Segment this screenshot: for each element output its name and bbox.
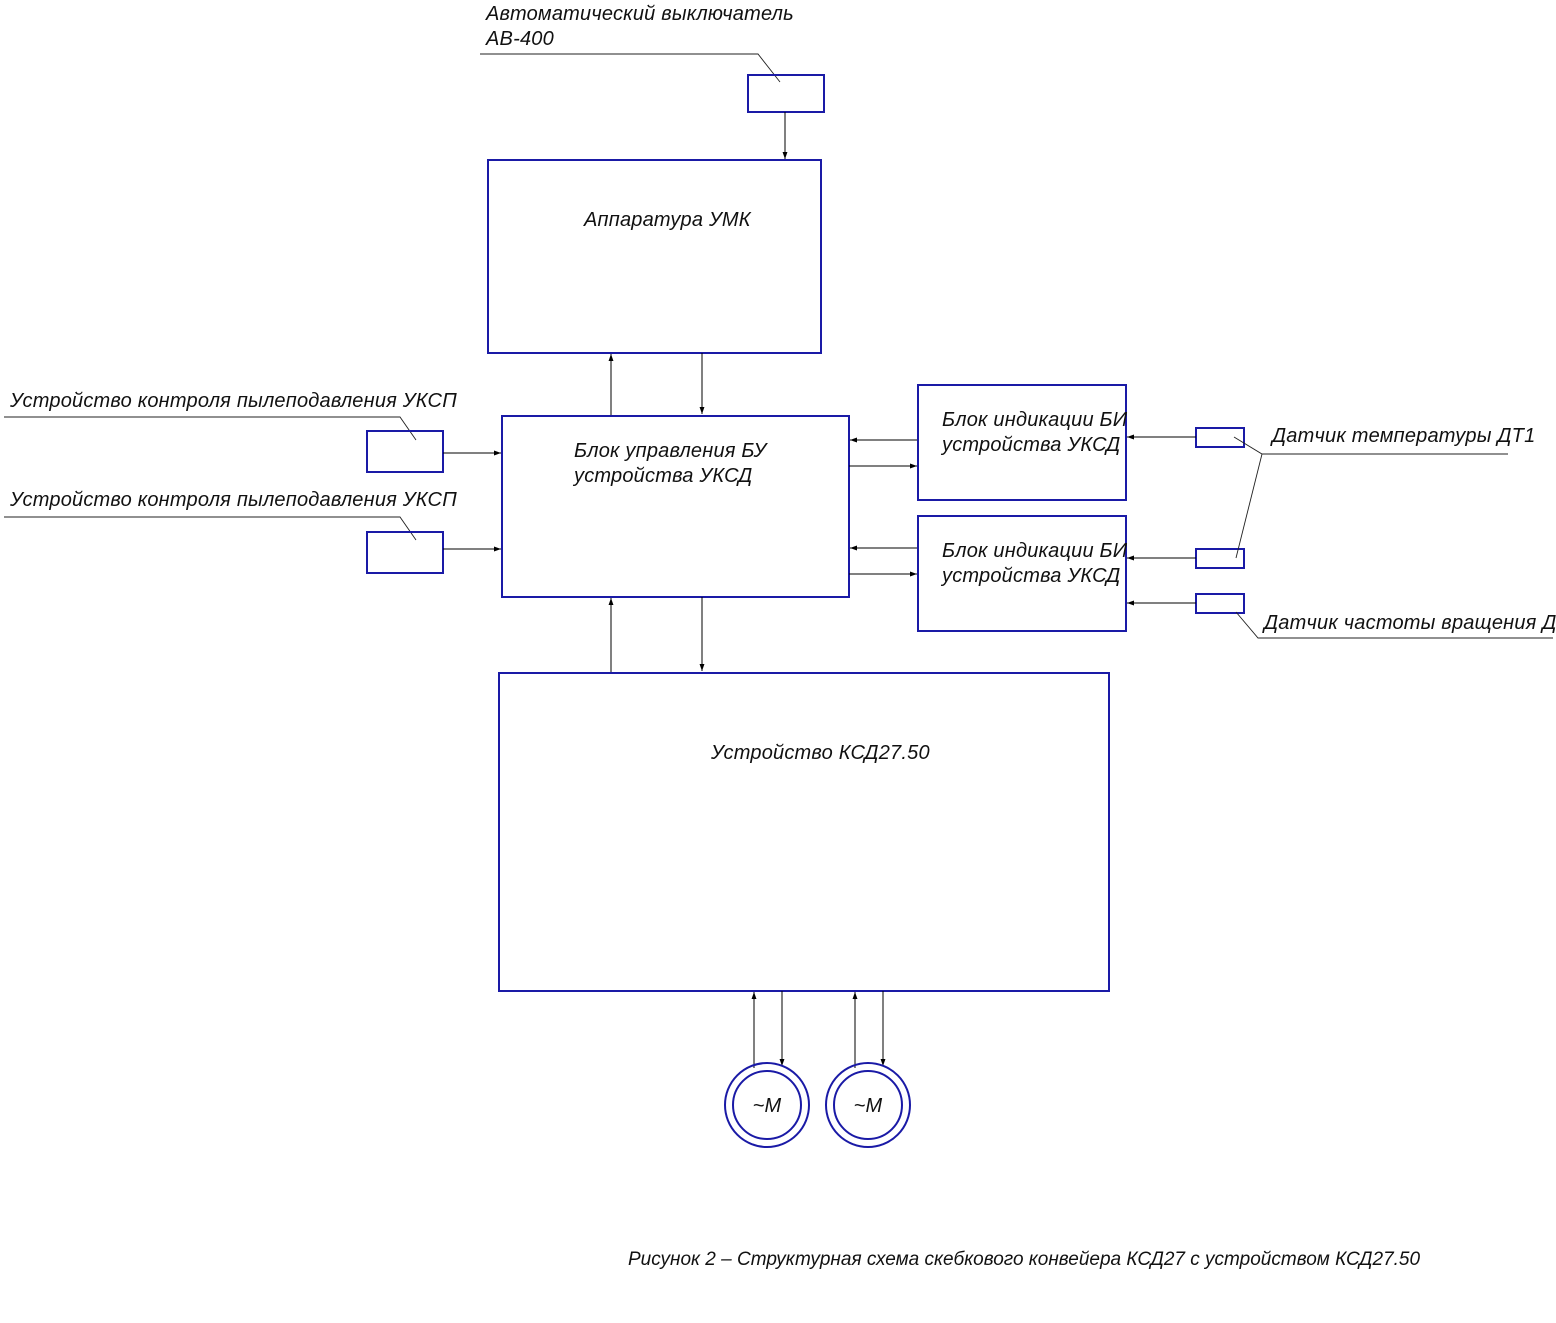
ksd-device-label: Устройство КСД27.50: [710, 742, 930, 764]
motor-1: ~М: [724, 1062, 810, 1148]
figure-caption: Рисунок 2 – Структурная схема скебкового…: [628, 1249, 1420, 1270]
indication-block-1-label-line1: Блок индикации БИ: [942, 409, 1128, 431]
control-unit-block: [501, 415, 850, 598]
dust-device-2-label: Устройство контроля пылеподавления УКСП: [9, 489, 457, 511]
ksd-device-block: [498, 672, 1110, 992]
breaker-label-line1: Автоматический выключатель: [485, 3, 794, 25]
speed-sensor-leader: [1235, 611, 1553, 639]
dust-device-2-block: [366, 531, 444, 574]
indication-block-1-label-line2: устройства УКСД: [940, 434, 1120, 456]
control-unit-label-line1: Блок управления БУ: [574, 440, 769, 462]
speed-sensor-label: Датчик частоты вращения ДЧВ: [1262, 612, 1556, 634]
motor-1-label: ~М: [753, 1095, 782, 1117]
temperature-sensor-leader-2: [1235, 453, 1263, 559]
breaker-label-line2: АВ-400: [485, 28, 554, 50]
dust-device-1-leader: [4, 416, 417, 441]
dust-device-1-label: Устройство контроля пылеподавления УКСП: [9, 390, 457, 412]
breaker-leader-line: [480, 53, 781, 83]
indication-block-2: [917, 515, 1127, 632]
speed-sensor-block: [1195, 593, 1245, 614]
umk-label: Аппаратура УМК: [583, 209, 752, 231]
indication-block-2-label-line1: Блок индикации БИ: [942, 540, 1128, 562]
temperature-sensor-label: Датчик температуры ДТ1: [1270, 425, 1535, 447]
dust-device-2-leader: [4, 516, 417, 541]
indication-block-2-label-line2: устройства УКСД: [940, 565, 1120, 587]
control-unit-label-line2: устройства УКСД: [572, 465, 752, 487]
umk-block: [487, 159, 822, 354]
breaker-block: [747, 74, 825, 113]
temperature-sensor-2-block: [1195, 548, 1245, 569]
temperature-sensor-block: [1195, 427, 1245, 448]
motor-2-label: ~М: [854, 1095, 883, 1117]
indication-block-1: [917, 384, 1127, 501]
motor-2: ~М: [825, 1062, 911, 1148]
dust-device-1-block: [366, 430, 444, 473]
